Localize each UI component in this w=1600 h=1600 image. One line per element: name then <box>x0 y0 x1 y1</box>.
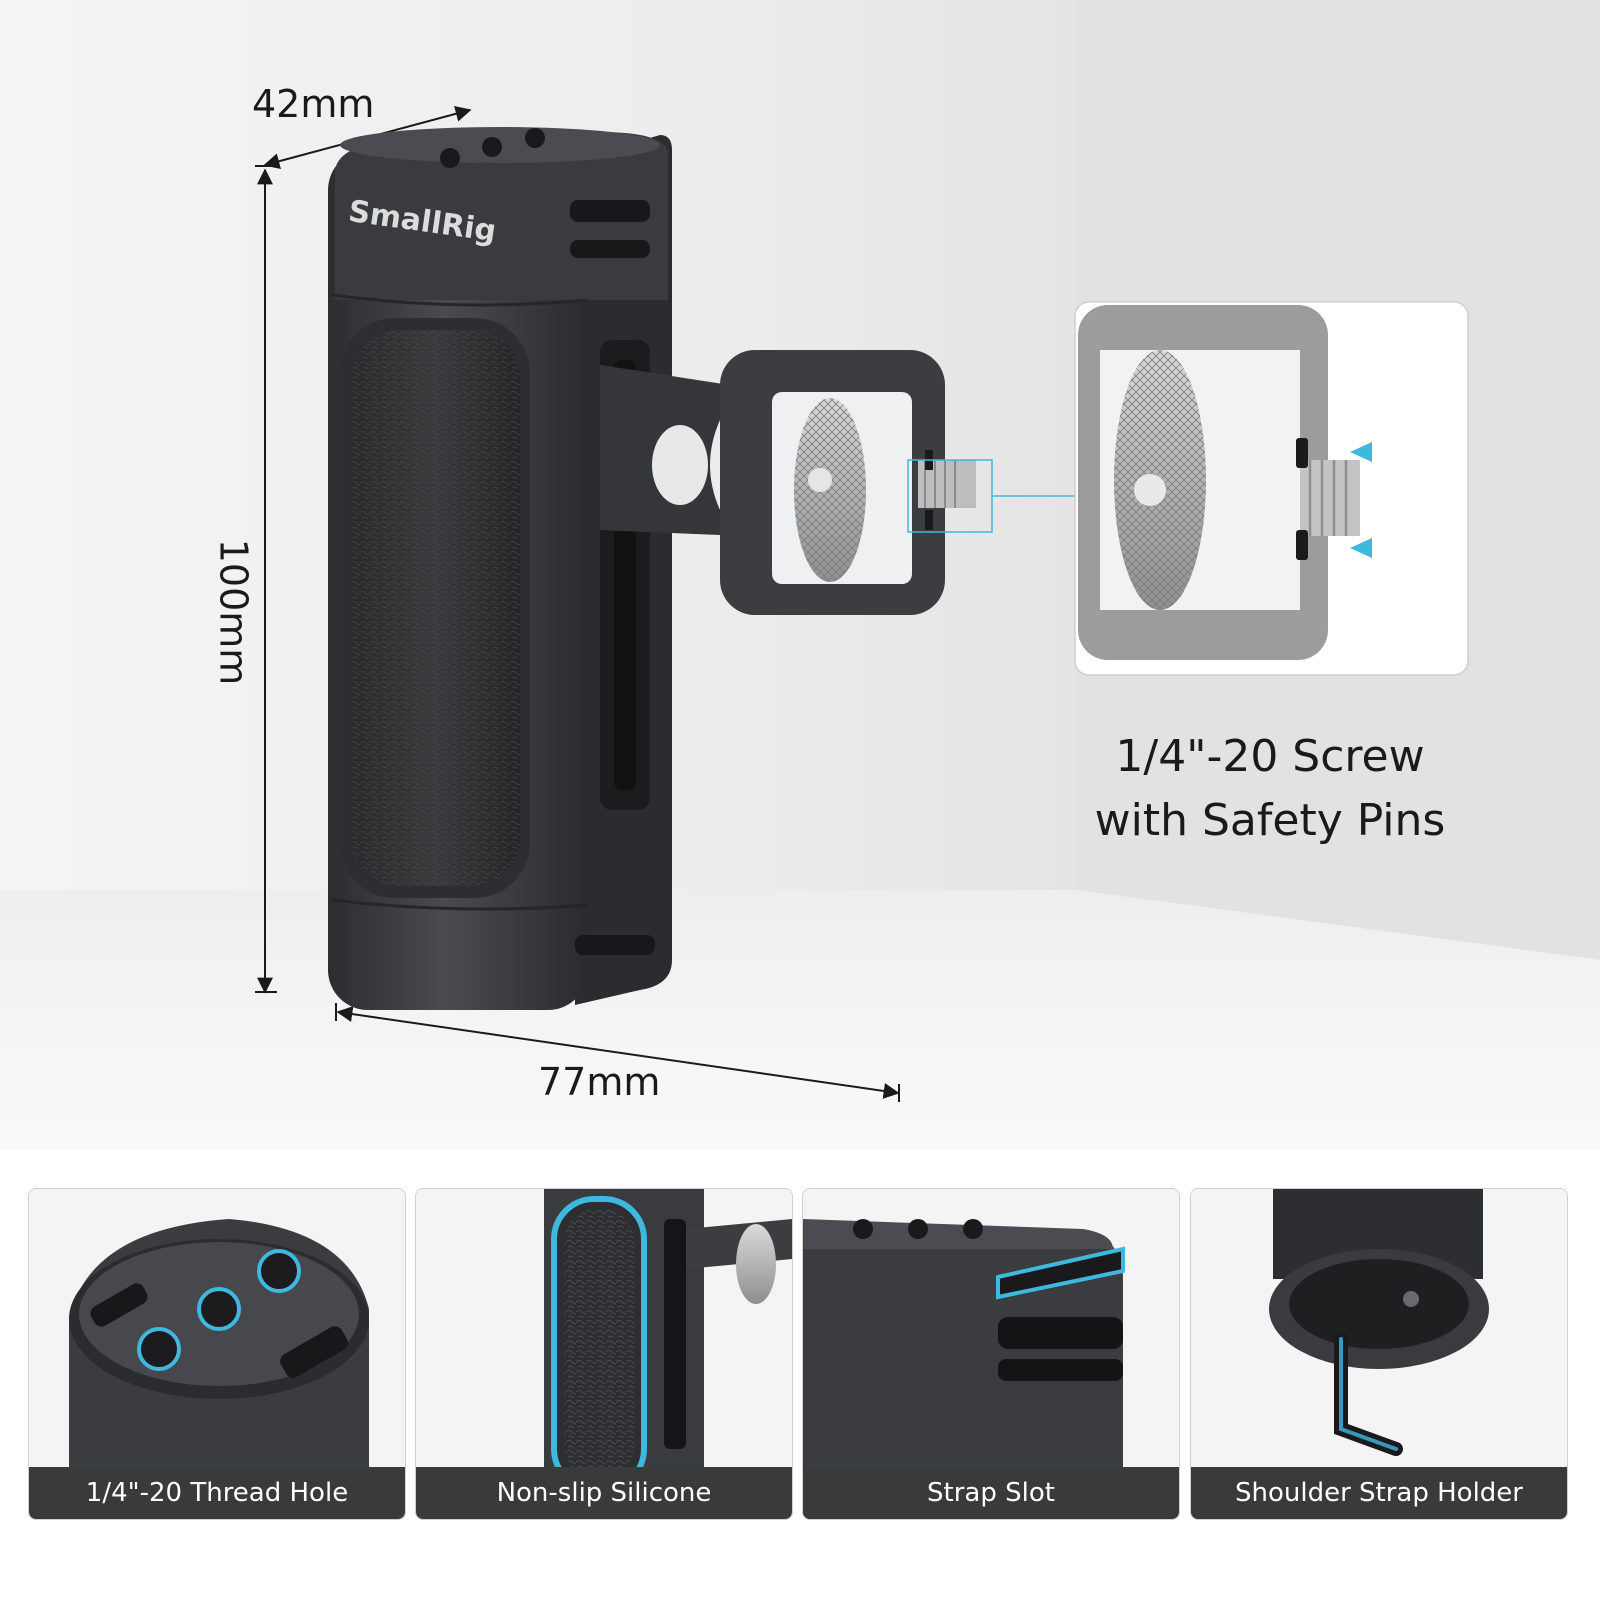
width-dimension-label: 42mm <box>252 82 375 126</box>
silicone-grip-icon <box>416 1189 792 1519</box>
panel-caption-thread-hole: 1/4"-20 Thread Hole <box>29 1467 405 1519</box>
height-dimension-label: 100mm <box>211 538 256 686</box>
feature-title-line1: 1/4"-20 Screw <box>1115 731 1425 782</box>
feature-title-line2: with Safety Pins <box>1094 795 1446 846</box>
handle-product: SmallRig <box>328 127 672 1010</box>
panel-strap-slot: Strap Slot <box>802 1188 1180 1520</box>
panel-caption-silicone: Non-slip Silicone <box>416 1467 792 1519</box>
depth-dimension-label: 77mm <box>538 1060 661 1104</box>
screw-closeup-inset <box>1074 301 1469 676</box>
panel-strap-holder: Shoulder Strap Holder <box>1190 1188 1568 1520</box>
panel-caption-strap-holder: Shoulder Strap Holder <box>1191 1467 1567 1519</box>
floor <box>0 890 1600 1150</box>
strap-holder-icon <box>1191 1189 1567 1519</box>
thread-hole-icon <box>29 1189 405 1519</box>
panel-thread-hole: 1/4"-20 Thread Hole <box>28 1188 406 1520</box>
panel-silicone: Non-slip Silicone <box>415 1188 793 1520</box>
strap-slot-icon <box>803 1189 1179 1519</box>
mount-arm <box>600 350 1075 615</box>
feature-title: 1/4"-20 Screw with Safety Pins <box>1060 725 1480 853</box>
panel-caption-strap-slot: Strap Slot <box>803 1467 1179 1519</box>
